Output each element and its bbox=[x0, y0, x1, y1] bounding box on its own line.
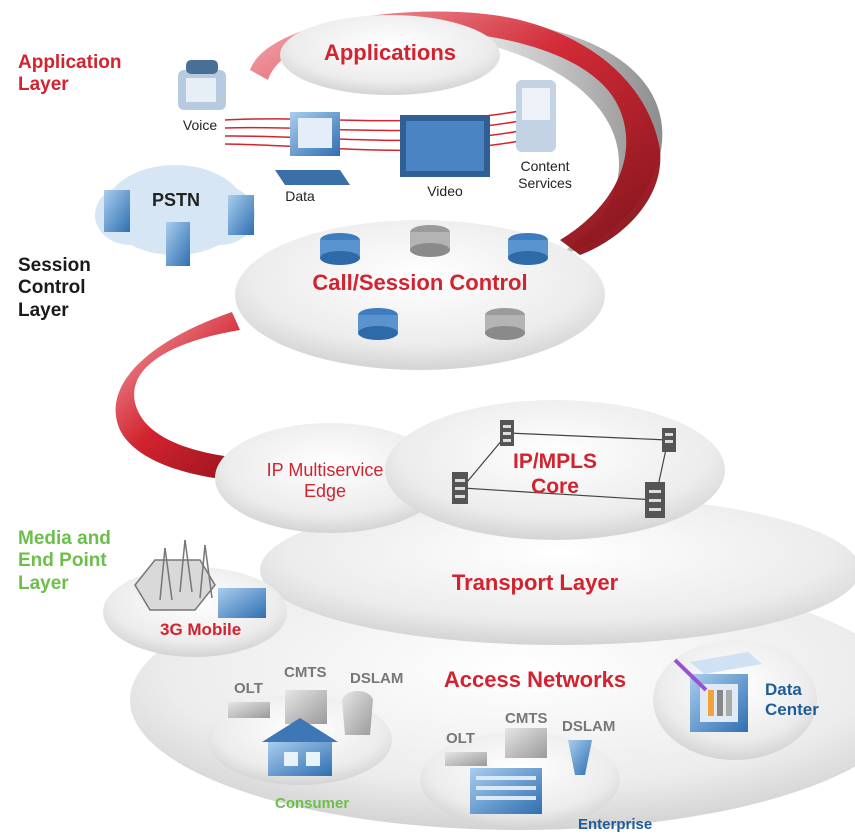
video-label: Video bbox=[427, 183, 463, 199]
content-services-label: Content Services bbox=[518, 158, 572, 191]
cmts-icon bbox=[505, 728, 547, 758]
ip-edge-label: IP Multiservice Edge bbox=[266, 460, 384, 502]
dslam-label: DSLAM bbox=[350, 670, 404, 687]
cmts-label: CMTS bbox=[284, 664, 327, 681]
access-networks-title: Access Networks bbox=[443, 667, 627, 692]
consumer-label: Consumer bbox=[275, 795, 350, 812]
phone-icon bbox=[178, 60, 226, 110]
red-ribbon-spiral bbox=[115, 312, 301, 483]
olt-icon bbox=[228, 702, 270, 718]
data-center-label: Data Center bbox=[765, 680, 819, 720]
applications-title: Applications bbox=[323, 40, 456, 65]
transport-disc bbox=[260, 495, 855, 645]
computer-icon bbox=[275, 112, 350, 185]
edge-disc bbox=[215, 423, 445, 533]
ip-mpls-core-label: IP/MPLS Core bbox=[512, 450, 597, 498]
session-control-title: Call/Session Control bbox=[312, 270, 528, 295]
dslam-label: DSLAM bbox=[562, 718, 616, 735]
red-ribbon-top bbox=[250, 11, 661, 255]
building-icon bbox=[218, 588, 266, 618]
office-building-icon bbox=[470, 768, 542, 814]
database-icon bbox=[320, 225, 548, 340]
handheld-icon bbox=[516, 80, 556, 152]
house-icon bbox=[262, 718, 338, 776]
applications-disc bbox=[280, 15, 500, 95]
pstn-label: PSTN bbox=[152, 190, 201, 210]
olt-icon bbox=[445, 752, 487, 766]
cmts-icon bbox=[285, 690, 327, 724]
olt-label: OLT bbox=[234, 680, 263, 697]
core-disc bbox=[385, 400, 725, 540]
voice-label: Voice bbox=[182, 117, 218, 133]
data-center-icon bbox=[673, 652, 762, 732]
pstn-cloud-icon bbox=[95, 165, 255, 266]
dslam-icon bbox=[568, 740, 592, 775]
cell-tower-icon bbox=[134, 539, 216, 611]
media-layer-label: Media and End Point Layer bbox=[18, 528, 111, 594]
enterprise-label: Enterprise bbox=[578, 816, 653, 833]
mobile-label: 3G Mobile bbox=[160, 620, 242, 639]
monitor-icon bbox=[400, 115, 490, 177]
transport-layer-title: Transport Layer bbox=[451, 570, 619, 595]
cmts-label: CMTS bbox=[505, 710, 548, 727]
application-layer-label: Application Layer bbox=[18, 52, 122, 96]
dslam-icon bbox=[342, 691, 373, 735]
session-layer-label: Session Control Layer bbox=[18, 255, 91, 321]
olt-label: OLT bbox=[446, 730, 475, 747]
data-label: Data bbox=[285, 188, 315, 204]
